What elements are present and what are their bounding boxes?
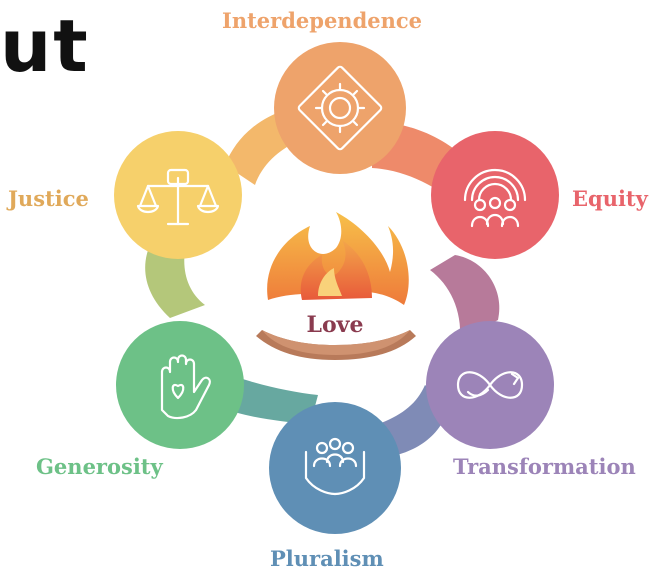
center-label-love: Love (306, 312, 364, 338)
label-interdependence: Interdependence (222, 8, 423, 33)
infinity-icon (456, 371, 524, 399)
label-transformation: Transformation (453, 454, 636, 479)
gear-icon (297, 65, 383, 151)
header-fragment: ut (0, 4, 90, 88)
community-rainbow-icon (463, 168, 527, 228)
interdependence-circle (274, 42, 406, 174)
ribbon-equity-transformation (430, 255, 500, 340)
hand-heart-icon (160, 354, 211, 420)
label-pluralism: Pluralism (270, 546, 384, 571)
pluralism-circle (269, 402, 401, 534)
love-flame-icon (256, 212, 416, 360)
ribbon-generosity-justice (145, 245, 205, 318)
equity-circle (431, 131, 559, 259)
label-equity: Equity (572, 186, 648, 211)
label-justice: Justice (8, 186, 89, 211)
people-in-hands-icon (304, 437, 366, 496)
scales-fist-icon (136, 168, 220, 226)
label-generosity: Generosity (36, 454, 163, 479)
